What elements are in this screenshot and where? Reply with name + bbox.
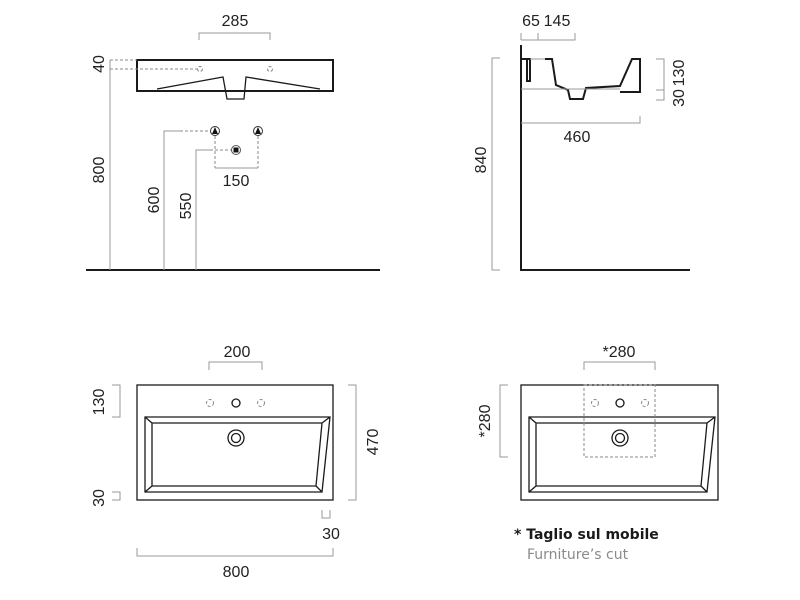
dim-550-label: 550 — [178, 193, 195, 220]
dim-cut-width-label: *280 — [603, 344, 636, 361]
dim-cut-depth-label: *280 — [477, 404, 494, 437]
dim-cut-width-bracket — [583, 361, 656, 370]
dim-30-label: 30 — [671, 89, 688, 107]
dim-30-right-label: 30 — [322, 526, 340, 543]
dim-cut-depth-bracket — [499, 384, 508, 458]
tap-hole-right — [267, 66, 273, 72]
dim-130-30-bracket — [656, 58, 665, 101]
dim-30-left-bracket — [112, 491, 121, 501]
dim-285-label: 285 — [222, 13, 249, 30]
drain-inner — [230, 432, 242, 444]
basin-section-thin — [521, 58, 620, 90]
furniture-cut-area — [583, 384, 656, 458]
basin-top-outline — [136, 384, 334, 501]
side-view: 65 145 460 840 130 30 — [473, 13, 690, 271]
dim-200-label: 200 — [224, 344, 251, 361]
wall-and-floor — [520, 45, 690, 271]
dim-470-bracket — [348, 384, 357, 501]
dim-65-label: 65 — [522, 13, 540, 30]
note-subtitle: Furniture’s cut — [527, 547, 629, 563]
dim-470-label: 470 — [365, 429, 382, 456]
dim-840-bracket — [491, 57, 500, 271]
drain-inner — [614, 432, 626, 444]
basin-section-profile — [521, 58, 641, 100]
tap-hole-left — [591, 399, 599, 407]
rim-dashes — [110, 59, 200, 70]
dim-800-label: 800 — [223, 564, 250, 581]
basin-inner-profile — [156, 76, 321, 100]
supply-arrow-right-icon — [255, 127, 261, 134]
bowl-outline — [528, 416, 716, 493]
front-view: 285 40 800 150 600 550 — [86, 13, 380, 271]
dim-130-label: 130 — [671, 60, 688, 87]
note-title: * Taglio sul mobile — [514, 527, 659, 543]
dim-600-line — [163, 130, 180, 270]
cut-view: *280 *280 * Taglio sul mobile Furniture’… — [477, 344, 719, 563]
dim-460-label: 460 — [564, 129, 591, 146]
bowl-outline — [144, 416, 331, 493]
dim-460-bracket — [521, 116, 641, 124]
basin-front-outline — [136, 59, 334, 92]
dim-40-label: 40 — [91, 55, 108, 73]
dim-30-left-label: 30 — [91, 489, 108, 507]
waste-square-icon — [233, 147, 239, 153]
tap-hole-left — [206, 399, 214, 407]
tap-hole-right — [257, 399, 265, 407]
dim-145-label: 145 — [544, 13, 571, 30]
dim-840-label: 840 — [473, 147, 490, 174]
dim-30-right-bracket — [321, 510, 331, 519]
tap-hole-center — [231, 398, 241, 408]
dim-65-145-bracket — [520, 33, 576, 41]
drain-outer — [227, 429, 245, 447]
dim-150-label: 150 — [223, 173, 250, 190]
dim-285-bracket — [198, 32, 271, 40]
tap-hole-right — [641, 399, 649, 407]
dim-130-bracket — [112, 384, 121, 418]
dim-130-label: 130 — [91, 389, 108, 416]
top-view: 200 130 30 470 30 800 — [91, 344, 382, 581]
tap-hole-left — [197, 66, 203, 72]
drain-outer — [611, 429, 629, 447]
dim-200-bracket — [208, 361, 263, 370]
dim-550-line — [195, 149, 210, 270]
tap-hole-center — [615, 398, 625, 408]
dim-600-label: 600 — [146, 187, 163, 214]
dim-800-bracket — [136, 548, 334, 557]
supply-arrow-left-icon — [212, 127, 218, 134]
dim-800-label: 800 — [91, 157, 108, 184]
